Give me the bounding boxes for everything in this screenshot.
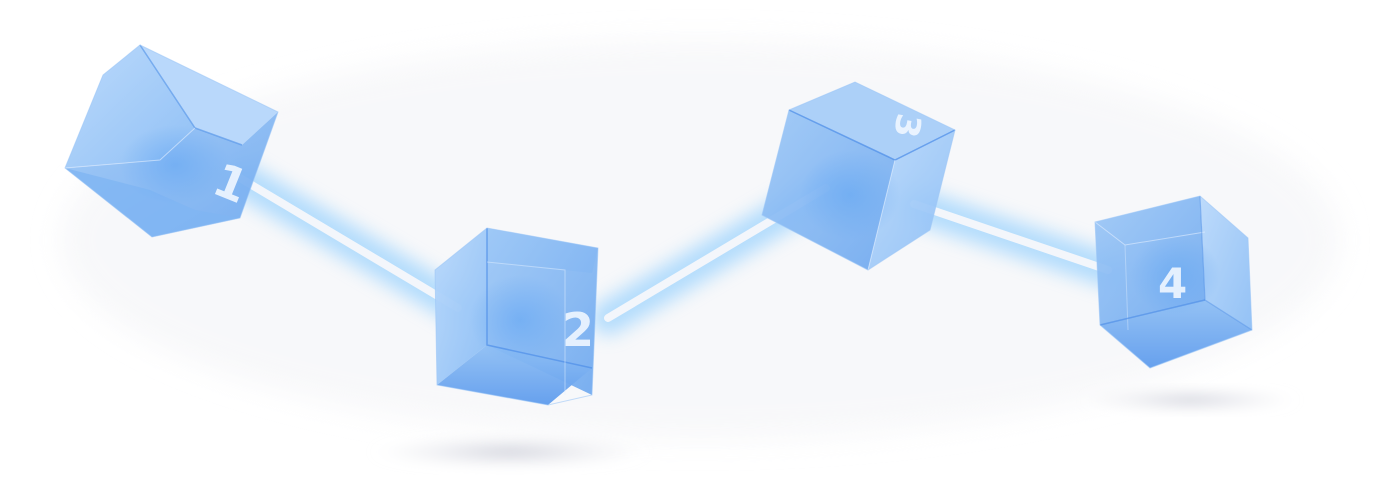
step-cube-3: 3 <box>761 81 956 271</box>
step-number: 2 <box>562 303 594 357</box>
shadow-cube-4 <box>1080 388 1300 412</box>
step-number: 4 <box>1158 259 1187 308</box>
connector-3-4 <box>910 200 1112 274</box>
background-haze <box>60 40 1340 440</box>
step-cube-2: 2 <box>434 227 599 406</box>
connector-1-2 <box>236 174 462 312</box>
floor-shadows <box>370 388 1300 468</box>
step-cube-4: 4 <box>1094 195 1253 369</box>
shadow-cube-2 <box>370 436 650 468</box>
